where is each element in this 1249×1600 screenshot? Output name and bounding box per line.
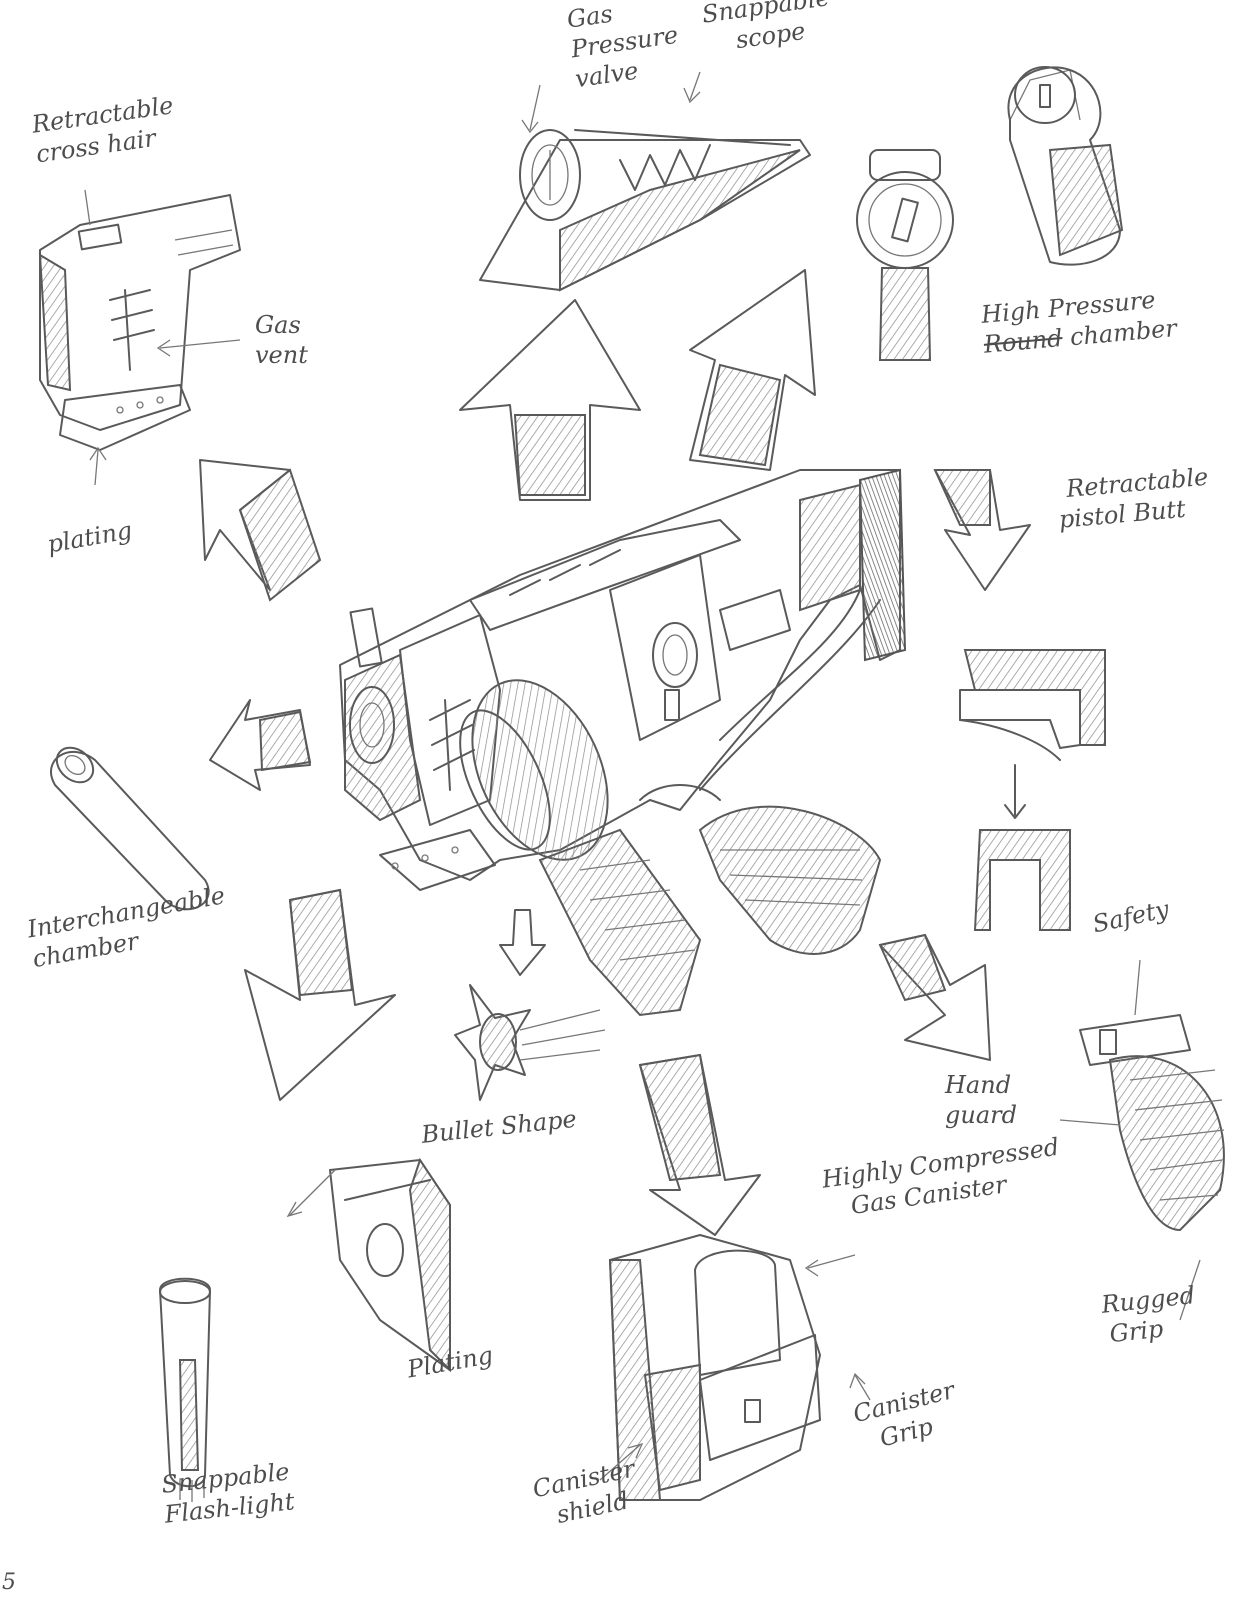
flashlight-sketch	[159, 1277, 211, 1502]
crosshair-module-sketch	[38, 194, 241, 451]
leader-lines	[84, 71, 1201, 1481]
high-pressure-chamber-sketch	[856, 66, 1124, 361]
gas-canister-sketch	[608, 1234, 821, 1501]
bottom-plating-sketch	[329, 1157, 451, 1373]
gun-main-sketch	[339, 468, 907, 1017]
arrow-down-right-top	[933, 469, 1031, 591]
retractable-butt-sketch	[959, 649, 1106, 931]
label-gas-pressure-valve: Gas Pressure valve	[565, 0, 680, 94]
page-number: 5	[2, 1570, 16, 1595]
arrow-up-left	[199, 459, 322, 602]
interchangeable-chamber-sketch	[50, 746, 210, 911]
arrow-down-center	[638, 1053, 761, 1236]
arrow-left-mid	[209, 699, 312, 791]
arrow-down-small	[499, 909, 546, 976]
label-gas-vent: Gas vent	[255, 311, 308, 369]
arrow-down-right-bottom	[878, 933, 991, 1061]
label-rugged-grip: Rugged Grip	[1100, 1281, 1197, 1349]
hand-guard-grip-sketch	[1079, 1014, 1225, 1232]
arrow-up-right	[689, 269, 816, 471]
pressure-valve-scope-sketch	[479, 129, 811, 292]
arrow-up-center	[459, 299, 641, 501]
bullet-shape-sketch	[454, 984, 606, 1101]
arrow-down-left	[244, 888, 396, 1101]
label-hand-guard: Hand guard	[945, 1071, 1017, 1129]
